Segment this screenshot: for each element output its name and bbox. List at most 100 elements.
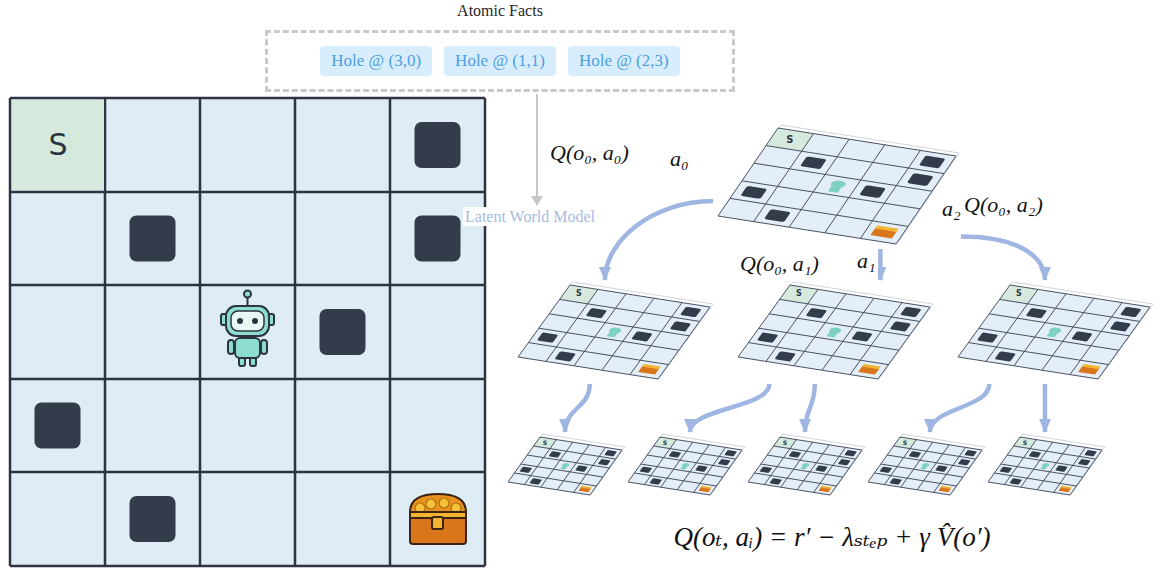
hole-tile — [320, 309, 366, 355]
board-hole — [879, 467, 892, 473]
board-grid — [868, 437, 982, 495]
board-lines — [988, 437, 1102, 495]
board-robot-body — [1041, 466, 1047, 469]
board-grid — [718, 128, 956, 244]
board-robot-body — [827, 332, 838, 337]
node-text: S — [576, 290, 582, 298]
board-hole — [851, 331, 873, 342]
board-robot-body — [1047, 332, 1058, 337]
board-ground — [988, 437, 1102, 495]
board-hole — [1078, 459, 1091, 465]
board-hole — [764, 209, 791, 222]
board-lines — [958, 285, 1150, 379]
robot-eye — [252, 318, 258, 324]
board-hole — [907, 173, 934, 186]
board-drawing — [983, 432, 1107, 500]
board-lines — [748, 437, 862, 495]
board-hole — [994, 351, 1016, 362]
board-hole — [815, 465, 828, 471]
board-hole — [999, 467, 1012, 473]
board-hole — [718, 459, 731, 465]
board-lines — [868, 437, 982, 495]
board-hole — [757, 332, 779, 343]
transition-arrow — [878, 249, 883, 280]
board-hole — [1026, 308, 1048, 319]
board-hole — [649, 478, 662, 484]
node-text: S — [903, 440, 907, 446]
board-hole — [759, 467, 772, 473]
board-drawing — [503, 432, 627, 500]
board-robot-body — [607, 332, 618, 337]
board-state: S — [733, 280, 935, 384]
robot-arm — [228, 340, 234, 354]
board-chest-lid — [581, 486, 592, 489]
board-hole — [586, 308, 608, 319]
board-grid — [988, 437, 1102, 495]
board-drawing — [623, 432, 747, 500]
q-update-formula: Q(oₜ, aᵢ) = r′ − λₛₜₑₚ + γ V̂(o′) — [671, 521, 992, 553]
board-hole — [1055, 465, 1068, 471]
leader-arrow — [536, 94, 538, 196]
board-hole — [800, 156, 827, 169]
board-drawing — [513, 280, 715, 384]
board-chest-lid — [1082, 364, 1101, 369]
action-label: a₂ — [940, 196, 963, 222]
board-hole — [740, 186, 767, 199]
board-grid — [508, 437, 622, 495]
board-start-cell — [766, 128, 814, 151]
board-hole — [774, 351, 796, 362]
action-label: a₀ — [668, 146, 691, 172]
board-hole — [889, 478, 902, 484]
board-robot-body — [681, 466, 687, 469]
transition-arrow — [690, 384, 769, 432]
board-hole — [529, 478, 542, 484]
board-hole — [935, 465, 948, 471]
node-text: S — [796, 290, 802, 298]
board-lines — [738, 285, 930, 379]
board-state: S — [713, 123, 961, 249]
board-hole — [669, 451, 682, 457]
facts-panel: Atomic FactsHole @ (3,0)Hole @ (1,1)Hole… — [265, 0, 735, 94]
board-drawing — [863, 432, 987, 500]
board-state: S — [743, 432, 867, 500]
board-state: S — [863, 432, 987, 500]
board-drawing — [743, 432, 867, 500]
board-hole — [519, 467, 532, 473]
board-state: S — [503, 432, 627, 500]
board-hole — [919, 156, 946, 169]
board-hole — [575, 465, 588, 471]
board-robot-body — [828, 186, 841, 192]
robot-face — [231, 311, 264, 331]
board-state: S — [623, 432, 747, 500]
board-hole — [890, 321, 912, 332]
board-lines — [518, 285, 710, 379]
board-ground — [718, 128, 956, 244]
node-text: S — [48, 130, 67, 160]
robot-agent — [221, 291, 274, 367]
transition-arrow — [961, 236, 1045, 280]
board-robot-body — [921, 466, 927, 469]
board-lines — [628, 437, 742, 495]
board-robot-body — [801, 466, 807, 469]
board-ground — [508, 437, 622, 495]
board-hole — [900, 307, 922, 318]
transition-arrow — [605, 201, 713, 280]
board-hole — [695, 465, 708, 471]
hole-tile — [130, 496, 176, 542]
node-text: Hole @ (2,3) — [579, 51, 669, 70]
chest-lock — [432, 517, 443, 529]
node-text: Atomic Facts — [265, 2, 735, 20]
board-start-cell — [780, 285, 818, 304]
board-hole — [909, 451, 922, 457]
module-label: Latent World Model — [463, 207, 597, 226]
node-text: S — [783, 440, 787, 446]
board-start-cell — [560, 285, 598, 304]
board-chest-lid — [642, 364, 661, 369]
robot-eye — [237, 318, 243, 324]
board-ground — [868, 437, 982, 495]
board-hole — [1029, 451, 1042, 457]
node-text: S — [663, 440, 667, 446]
board-chest-lid — [1061, 486, 1072, 489]
node-text: Hole @ (1,1) — [455, 51, 545, 70]
board-hole — [670, 321, 692, 332]
